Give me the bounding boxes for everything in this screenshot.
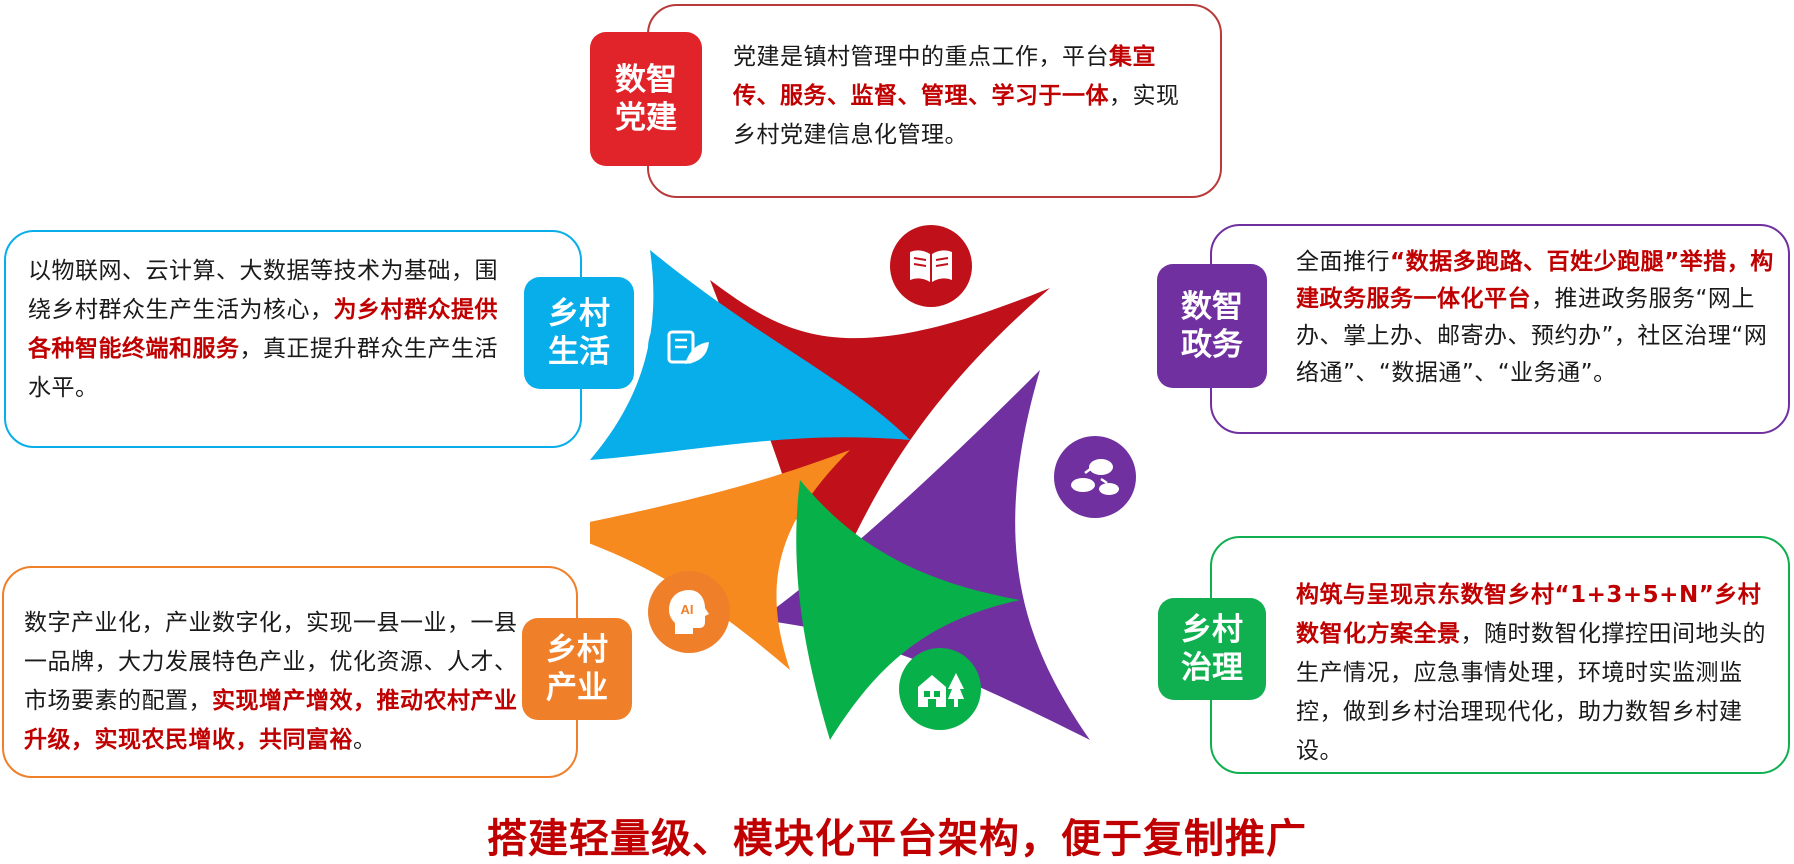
gov-card bbox=[1210, 224, 1790, 434]
party-text-highlight: 集宣传、服务、监督、管理、学习于一体 bbox=[733, 44, 1156, 109]
cloud-sync-icon-circle bbox=[1054, 436, 1136, 518]
pinwheel-blade-green bbox=[796, 480, 1020, 740]
industry-badge: 乡村 产业 bbox=[522, 618, 632, 720]
ai-head-icon-label: AI bbox=[681, 602, 694, 617]
life-text-highlight: 为乡村群众提供各种智能终端和服务 bbox=[28, 297, 498, 362]
life-text-after: ，真正提升群众生产生活水平。 bbox=[28, 336, 498, 401]
party-text-before: 党建是镇村管理中的重点工作，平台 bbox=[733, 44, 1109, 70]
leaf-card-icon bbox=[667, 330, 709, 364]
industry-text-after: 。 bbox=[353, 727, 377, 753]
book-icon-circle bbox=[890, 225, 972, 307]
gov-badge-line1: 数智 bbox=[1181, 289, 1243, 325]
gov-text-highlight: “数据多跑路、百姓少跑腿”举措，构建政务服务一体化平台 bbox=[1296, 249, 1774, 312]
industry-text: 数字产业化，产业数字化，实现一县一业，一县一品牌，大力发展特色产业，优化资源、人… bbox=[24, 604, 518, 760]
ai-head-icon-circle: AI bbox=[648, 571, 730, 653]
governance-badge-line2: 治理 bbox=[1181, 650, 1243, 686]
governance-badge: 乡村 治理 bbox=[1158, 598, 1266, 700]
leaf-card-icon-circle bbox=[648, 307, 730, 389]
ai-head-icon: AI bbox=[669, 590, 709, 634]
governance-badge-line1: 乡村 bbox=[1181, 612, 1243, 648]
gov-text-after: ，推进政务服务“网上办、掌上办、邮寄办、预约办”，社区治理“网络通”、“数据通”… bbox=[1296, 286, 1768, 386]
governance-text-after: ，随时数智化撑控田间地头的生产情况，应急事情处理，环境时实监测监控，做到乡村治理… bbox=[1296, 621, 1766, 764]
pinwheel-blade-orange bbox=[590, 450, 850, 670]
industry-badge-line2: 产业 bbox=[546, 670, 608, 706]
party-text-after: ，实现乡村党建信息化管理。 bbox=[733, 83, 1180, 148]
life-text: 以物联网、云计算、大数据等技术为基础，围绕乡村群众生产生活为核心，为乡村群众提供… bbox=[28, 252, 518, 408]
life-badge: 乡村 生活 bbox=[524, 277, 634, 389]
party-card bbox=[647, 4, 1222, 198]
gov-text: 全面推行“数据多跑路、百姓少跑腿”举措，构建政务服务一体化平台，推进政务服务“网… bbox=[1296, 244, 1786, 392]
book-icon bbox=[910, 250, 952, 282]
cloud-sync-icon bbox=[1071, 459, 1119, 495]
pinwheel-graphic bbox=[590, 250, 1090, 740]
party-badge: 数智 党建 bbox=[590, 32, 702, 166]
life-card bbox=[4, 230, 582, 448]
governance-text-highlight: 构筑与呈现京东数智乡村“1+3+5+N”乡村数智化方案全景 bbox=[1296, 582, 1762, 647]
life-text-before: 以物联网、云计算、大数据等技术为基础，围绕乡村群众生产生活为核心， bbox=[28, 258, 498, 323]
industry-badge-line1: 乡村 bbox=[546, 632, 608, 668]
pinwheel-blade-blue bbox=[590, 250, 910, 460]
gov-badge: 数智 政务 bbox=[1157, 264, 1267, 388]
governance-text: 构筑与呈现京东数智乡村“1+3+5+N”乡村数智化方案全景，随时数智化撑控田间地… bbox=[1296, 576, 1782, 771]
life-badge-line2: 生活 bbox=[548, 334, 610, 370]
pinwheel-blade-purple bbox=[760, 370, 1090, 740]
life-badge-line1: 乡村 bbox=[548, 296, 610, 332]
governance-card bbox=[1210, 536, 1790, 774]
bottom-title: 搭建轻量级、模块化平台架构，便于复制推广 bbox=[487, 816, 1307, 862]
party-badge-line2: 党建 bbox=[615, 100, 677, 136]
industry-text-before: 数字产业化，产业数字化，实现一县一业，一县一品牌，大力发展特色产业，优化资源、人… bbox=[24, 610, 518, 714]
party-badge-line1: 数智 bbox=[615, 62, 677, 98]
party-text: 党建是镇村管理中的重点工作，平台集宣传、服务、监督、管理、学习于一体，实现乡村党… bbox=[733, 38, 1195, 155]
industry-text-highlight: 实现增产增效，推动农村产业升级，实现农民增收，共同富裕 bbox=[24, 688, 518, 753]
house-tree-icon-circle bbox=[899, 648, 981, 730]
industry-card bbox=[2, 566, 578, 778]
gov-text-before: 全面推行 bbox=[1296, 249, 1390, 275]
house-tree-icon bbox=[918, 673, 964, 707]
gov-badge-line2: 政务 bbox=[1181, 327, 1243, 363]
